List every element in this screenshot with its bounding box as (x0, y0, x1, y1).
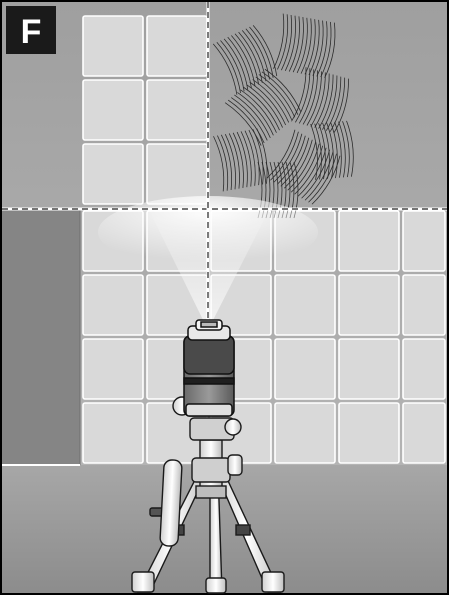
wall-tile (402, 274, 446, 336)
wall-tile (338, 210, 400, 272)
wall-tile (82, 143, 144, 205)
line-laser-level (183, 319, 235, 417)
wall-tile (146, 79, 208, 141)
wall-tile (338, 402, 400, 464)
wall-tile (274, 274, 336, 336)
wall-tile (82, 338, 144, 400)
wall-tile (338, 338, 400, 400)
badge-label: F (21, 13, 42, 51)
wall-tile (402, 338, 446, 400)
wall-tile (82, 402, 144, 464)
wall-tile (146, 143, 208, 205)
wall-tile (82, 15, 144, 77)
adhesive-comb-pattern (212, 13, 354, 219)
wall-tile (146, 15, 208, 77)
badge-background (6, 6, 56, 54)
wall-tile (338, 274, 400, 336)
wall-tile (402, 402, 446, 464)
wall-tile (82, 274, 144, 336)
wall-tile (82, 79, 144, 141)
wall-lower-left (2, 209, 80, 465)
wall-tile (274, 338, 336, 400)
wall-tile (402, 210, 446, 272)
wall-tile (274, 402, 336, 464)
letter-badge: F (6, 6, 56, 54)
